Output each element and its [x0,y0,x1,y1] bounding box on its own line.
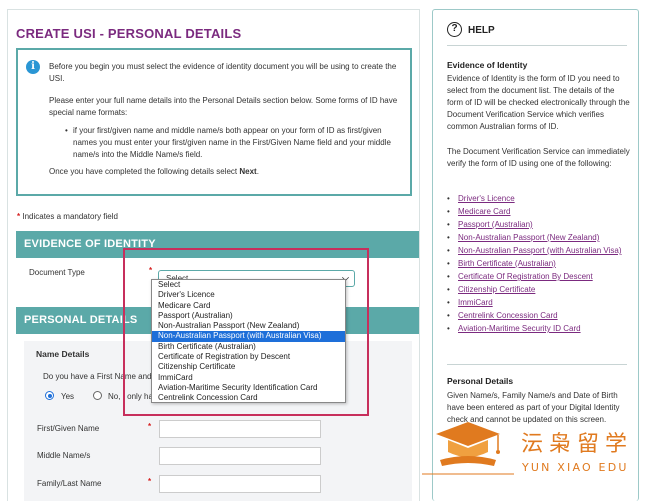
radio-yes[interactable] [45,391,54,400]
main-panel: CREATE USI - PERSONAL DETAILS i Before y… [7,9,420,501]
help-link[interactable]: Centrelink Concession Card [447,309,628,322]
help-title: HELP [468,25,495,36]
info-paragraph-1: Before you begin you must select the evi… [49,62,397,83]
help-divider [447,45,627,46]
document-type-selected: Select [166,274,188,283]
dropdown-option[interactable]: Medicare Card [158,300,211,310]
mandatory-star-icon: * [17,212,21,221]
help-link[interactable]: Non-Australian Passport (New Zealand) [447,231,628,244]
info-paragraph-2: Please enter your full name details into… [49,96,398,117]
dropdown-option[interactable]: Centrelink Concession Card [158,393,258,403]
graduation-cap-logo [422,422,514,475]
mandatory-note-text: Indicates a mandatory field [22,212,118,221]
help-paragraph-2: The Document Verification Service can im… [447,147,630,168]
help-link[interactable]: Non-Australian Passport (with Australian… [447,244,628,257]
first-name-input[interactable] [159,420,321,438]
help-panel: ? HELP Evidence of Identity Evidence of … [432,9,639,501]
help-link[interactable]: Passport (Australian) [447,218,628,231]
name-details-title: Name Details [36,349,90,359]
watermark-chinese: 沄枭留学 [521,432,634,457]
help-paragraph-3: Given Name/s, Family Name/s and Date of … [447,391,620,424]
help-divider [447,364,627,365]
help-link[interactable]: Birth Certificate (Australian) [447,257,628,270]
first-name-label: First/Given Name [37,424,100,433]
info-p3-text: Once you have completed the following de… [49,167,240,176]
dropdown-option[interactable]: Driver's Licence [158,290,215,300]
last-name-input[interactable] [159,475,321,493]
dropdown-option[interactable]: ImmiCard [158,372,193,382]
last-name-label: Family/Last Name [37,479,102,488]
help-link[interactable]: ImmiCard [447,296,628,309]
help-link[interactable]: Aviation-Maritime Security ID Card [447,322,628,335]
help-paragraph-1: Evidence of Identity is the form of ID y… [447,74,630,131]
dropdown-option[interactable]: Certificate of Registration by Descent [158,352,291,362]
mandatory-note: * Indicates a mandatory field [17,212,118,221]
info-icon: i [26,60,40,74]
last-name-mandatory-icon: * [148,477,152,486]
info-bullet: if your first/given name and middle name… [65,125,403,161]
info-p3-period: . [256,167,259,176]
radio-yes-label[interactable]: Yes [61,392,75,401]
help-link[interactable]: Certificate Of Registration By Descent [447,270,628,283]
help-evidence-heading: Evidence of Identity [447,60,528,70]
document-type-mandatory-icon: * [149,266,153,275]
dropdown-option[interactable]: Citizenship Certificate [158,362,236,372]
help-link[interactable]: Medicare Card [447,205,628,218]
watermark-english: YUN XIAO EDU [522,461,629,474]
info-paragraph-3: Once you have completed the following de… [49,166,404,178]
document-type-label: Document Type [29,268,85,277]
dropdown-option[interactable]: Select [158,280,181,289]
page-title: CREATE USI - PERSONAL DETAILS [16,26,242,41]
middle-name-input[interactable] [159,447,321,465]
dropdown-option[interactable]: Non-Australian Passport (New Zealand) [158,321,300,331]
dropdown-option[interactable]: Non-Australian Passport (with Australian… [152,331,345,342]
help-personal-heading: Personal Details [447,376,514,386]
first-name-mandatory-icon: * [148,422,152,431]
info-box: i Before you begin you must select the e… [16,48,412,196]
help-question-icon: ? [447,22,462,37]
evidence-section-heading: EVIDENCE OF IDENTITY [16,231,419,258]
help-link[interactable]: Citizenship Certificate [447,283,628,296]
info-p3-next: Next [239,167,257,176]
radio-no[interactable] [93,391,102,400]
dropdown-option[interactable]: Aviation-Maritime Security Identificatio… [158,382,318,392]
watermark: 沄枭留学 YUN XIAO EDU [418,416,650,496]
help-link[interactable]: Driver's Licence [447,192,628,205]
dropdown-option[interactable]: Birth Certificate (Australian) [158,341,256,351]
middle-name-label: Middle Name/s [37,451,91,460]
dropdown-option[interactable]: Passport (Australian) [158,310,233,320]
